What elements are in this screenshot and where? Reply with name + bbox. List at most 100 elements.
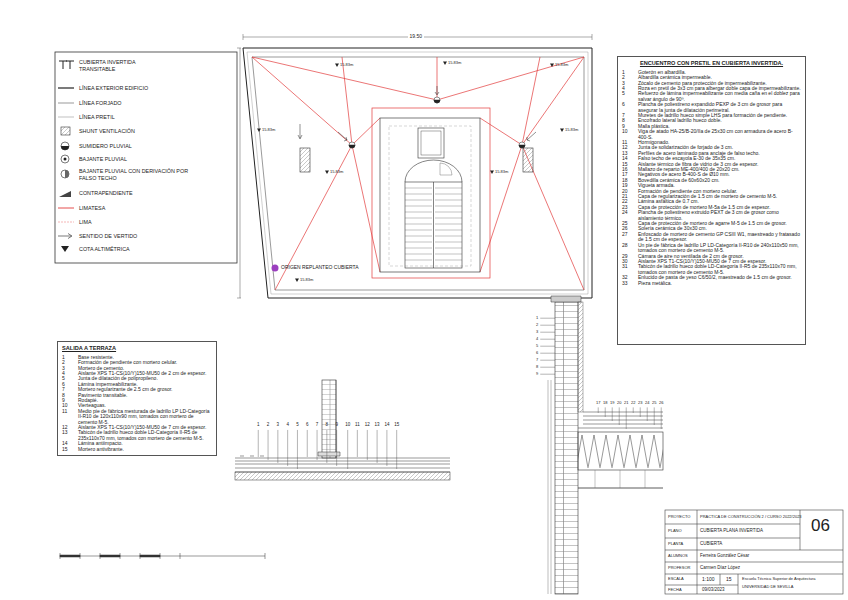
item-number: 27: [622, 232, 638, 243]
item-number: 6: [622, 102, 638, 113]
leader-line: [540, 360, 555, 361]
leader-line: [277, 430, 278, 463]
list-row: 33Pieza metálica.: [622, 281, 801, 286]
leader-line: [540, 325, 555, 326]
list-row: 31Tabicón de ladrillo hueco doble LD-Cat…: [622, 264, 801, 275]
legend-text: SENTIDO DE VERTIDO: [79, 233, 219, 240]
item-text: Plancha de poliestireno extruido PEXT de…: [638, 210, 801, 221]
note-panel: SALIDA A TERRAZA1Base resistente.2Formac…: [57, 341, 217, 456]
callout-number: 23: [638, 401, 642, 405]
level-mark: 15.83m: [495, 170, 508, 174]
leader-line: [336, 430, 337, 466]
callout-number: 9: [536, 372, 538, 376]
title-field: ALUMNOS: [668, 554, 688, 558]
legend-text: LÍNEA FORJADO: [79, 100, 219, 107]
leader-line: [307, 430, 308, 457]
leader-line: [626, 407, 627, 429]
leader-line: [640, 407, 641, 417]
callout-number: 6: [536, 351, 538, 355]
terrace-exit-detail: [235, 380, 450, 480]
callout-number: 25: [652, 401, 656, 405]
list-row: 27Enfoscado de mortero de cemento GP CSI…: [622, 232, 801, 243]
item-text: Un pie de fábrica de ladrillo LP LD-Cate…: [638, 243, 801, 254]
callout-number: 5: [536, 344, 538, 348]
legend-text: LIMATESA: [79, 205, 219, 212]
level-triangle: [335, 64, 339, 68]
legend-text: SHUNT VENTILACIÓN: [79, 128, 219, 135]
callout-number: 2: [536, 323, 538, 327]
callout-number: 1: [536, 316, 538, 320]
leader-line: [612, 407, 613, 421]
leader-line: [605, 407, 606, 417]
roof-plan: [237, 34, 592, 298]
callout-number: 3: [277, 423, 280, 428]
leader-line: [317, 430, 318, 460]
callout-number: 7: [316, 423, 319, 428]
legend-text: SUMIDERO PLUVIAL: [79, 143, 219, 150]
item-number: 15: [62, 447, 78, 452]
leader-line: [386, 430, 387, 466]
title-field: PLANO: [668, 529, 682, 533]
level-triangle: [490, 171, 494, 175]
title-field: ESCALA: [668, 577, 684, 581]
leader-line: [326, 430, 327, 463]
callout-number: 9: [335, 423, 338, 428]
list-row: 10Viga de atado HA-25/B-20/IIa de 25x30 …: [622, 129, 801, 140]
title-value: 15: [726, 577, 732, 583]
title-value: 1:100: [702, 577, 715, 583]
level-triangle: [257, 129, 261, 133]
title-field: FECHA: [668, 588, 682, 592]
school-name: UNIVERSIDAD DE SEVILLA: [742, 585, 793, 589]
leader-line: [287, 430, 288, 466]
leader-line: [540, 332, 555, 333]
title-value: CUBIERTA: [700, 542, 722, 547]
callout-number: 17: [596, 401, 600, 405]
callout-number: 7: [536, 358, 538, 362]
item-text: Refuerzo de lámina impermeabilizante con…: [638, 91, 801, 102]
level-triangle: [295, 279, 299, 283]
callout-number: 3: [536, 330, 538, 334]
leader-line: [661, 407, 662, 429]
callout-number: 11: [355, 423, 360, 428]
scale-bar: [60, 553, 265, 559]
item-text: Tabicón de ladrillo hueco doble LD-Categ…: [638, 264, 801, 275]
legend-text: CUBIERTA INVERTIDA TRANSITABLE: [79, 59, 149, 74]
dimension: 19.50: [408, 34, 424, 40]
title-value: CUBIERTA PLANA INVERTIDA: [700, 529, 763, 534]
legend-text: BAJANTE PLUVIAL CON DERIVACIÓN POR FALSO…: [79, 168, 197, 183]
list-row: 15Mortero antivibrante.: [62, 447, 212, 452]
leader-line: [540, 339, 555, 340]
callout-number: 4: [536, 337, 538, 341]
list-row: 6Plancha de poliestireno expandido PEXP …: [622, 102, 801, 113]
callout-number: 18: [603, 401, 607, 405]
leader-line: [540, 318, 555, 319]
item-text: Pavimento transitable.: [78, 393, 212, 398]
callout-number: 19: [610, 401, 614, 405]
item-number: 10: [622, 129, 638, 140]
title-value: 09/03/2023: [702, 588, 725, 593]
leader-line: [268, 430, 269, 460]
callout-number: 1: [257, 423, 260, 428]
level-mark: 15.83m: [448, 61, 461, 65]
leader-line: [347, 430, 348, 469]
leader-line: [598, 407, 599, 413]
item-text: Plancha de poliestireno expandido PEXP d…: [638, 102, 801, 113]
leader-line: [540, 367, 555, 368]
title-field: PROYECTO: [668, 515, 690, 519]
callout-number: 15: [394, 423, 399, 428]
item-text: Viga de atado HA-25/B-20/IIa de 25x30 cm…: [638, 129, 801, 140]
callout-number: 10: [345, 423, 350, 428]
callout-number: 22: [631, 401, 635, 405]
leader-line: [633, 407, 634, 413]
item-text: Mortero antivibrante.: [78, 447, 212, 452]
level-triangle: [325, 171, 329, 175]
list-row: 5Refuerzo de lámina impermeabilizante co…: [622, 91, 801, 102]
item-number: 5: [622, 91, 638, 102]
legend-text: LÍNEA PRETIL: [79, 114, 219, 121]
callout-number: 2: [267, 423, 270, 428]
callout-number: 8: [326, 423, 329, 428]
item-text: Enfoscado de mortero de cemento GP CSIII…: [638, 232, 801, 243]
panel-heading: ENCUENTRO CON PRETIL EN CUBIERTA INVERTI…: [622, 60, 801, 67]
level-mark: 15.83m: [300, 278, 313, 282]
